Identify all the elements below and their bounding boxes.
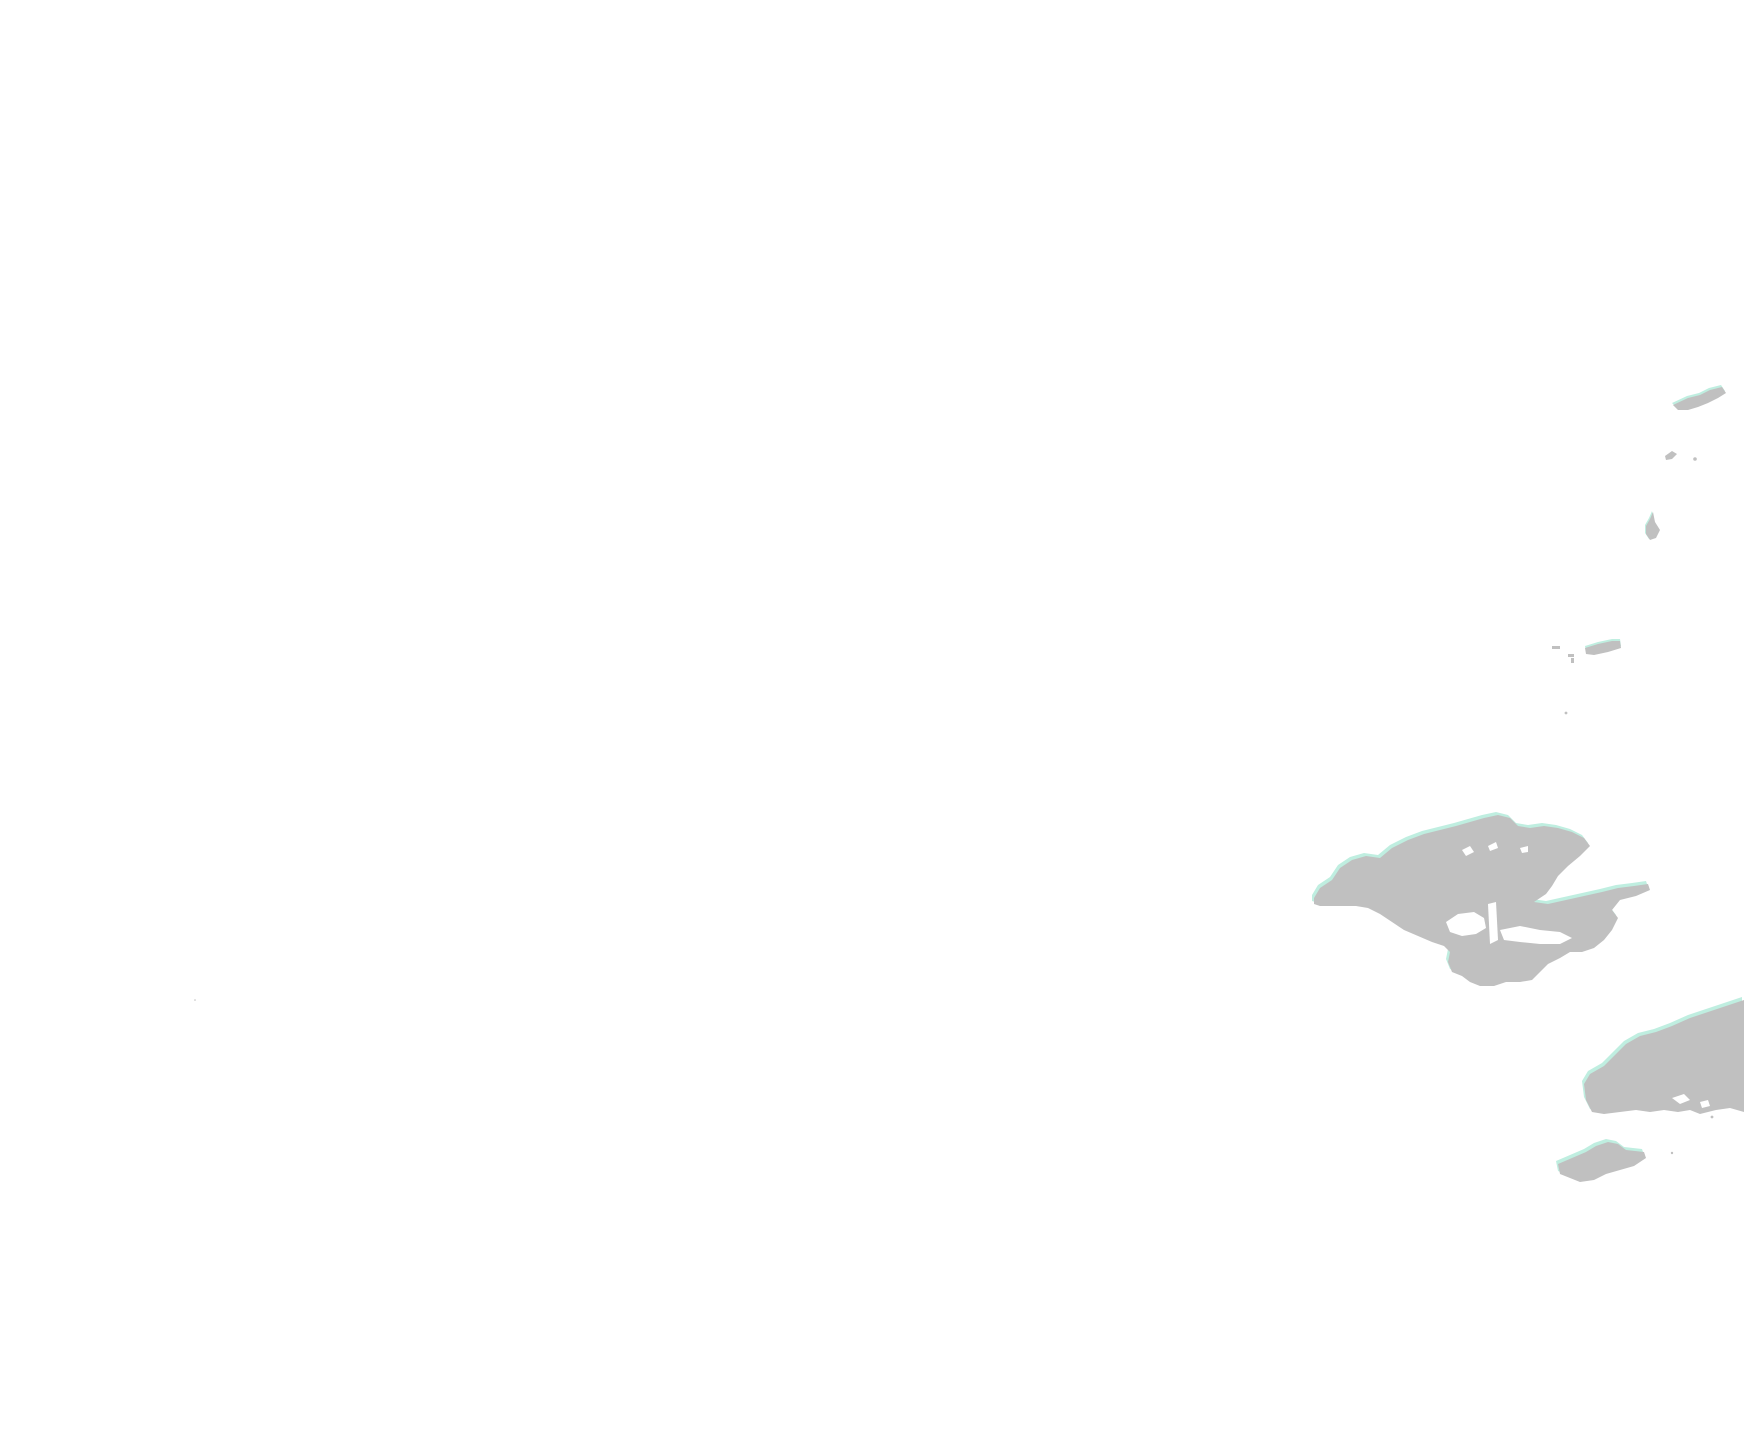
island-small-south[interactable] <box>1556 1139 1646 1182</box>
island-large-west[interactable] <box>1312 812 1650 986</box>
islet-north-1[interactable] <box>1665 451 1697 461</box>
island-small-east[interactable] <box>1552 639 1621 715</box>
stray-dot <box>194 999 196 1001</box>
islet-north-2[interactable] <box>1645 511 1660 540</box>
island-large-southeast[interactable] <box>1582 997 1744 1155</box>
island-north-small[interactable] <box>1672 385 1726 410</box>
